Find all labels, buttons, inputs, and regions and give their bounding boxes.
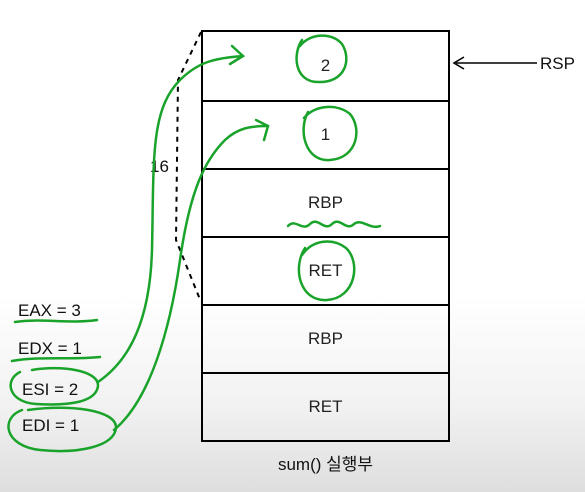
arrow-edi-to-slot-1 — [112, 124, 270, 432]
circle-slot-ret — [297, 240, 356, 302]
slot-label: 1 — [320, 125, 331, 144]
underline-rbp — [286, 220, 382, 229]
register-eax: EAX = 3 — [18, 301, 81, 320]
stack-slot-rbp-lower: RBP — [203, 304, 448, 372]
stack-slot-rbp-upper: RBP — [203, 168, 448, 236]
stack-slot-esi-value: 2 — [203, 32, 448, 100]
stack-slot-ret-lower: RET — [203, 372, 448, 440]
arrowhead-edi — [254, 118, 270, 142]
underline-edx — [10, 355, 102, 363]
rsp-label: RSP — [540, 54, 575, 73]
arrow-esi-to-slot-2 — [96, 54, 245, 384]
slot-label: RET — [308, 261, 343, 280]
underline-eax — [13, 318, 99, 324]
stack-slot-ret-upper: RET — [203, 236, 448, 304]
circle-edi — [7, 406, 118, 453]
register-edx: EDX = 1 — [18, 339, 82, 358]
stack-caption: sum() 실행부 — [277, 455, 374, 474]
stack-frame: 2 1 RBP RET RBP RET — [201, 30, 450, 442]
circle-slot-2 — [295, 34, 348, 84]
arrowhead-esi — [228, 44, 246, 66]
stack-slot-edi-value: 1 — [203, 100, 448, 168]
register-edi: EDI = 1 — [22, 416, 80, 435]
offset-bracket — [174, 31, 202, 303]
circle-slot-1 — [302, 105, 358, 162]
register-esi: ESI = 2 — [22, 380, 79, 399]
slot-label: RET — [308, 397, 343, 416]
slot-label: RBP — [308, 193, 343, 212]
rsp-arrowhead — [452, 56, 465, 70]
slot-label: RBP — [308, 329, 343, 348]
slot-label: 2 — [320, 56, 331, 75]
circle-esi — [9, 366, 100, 406]
